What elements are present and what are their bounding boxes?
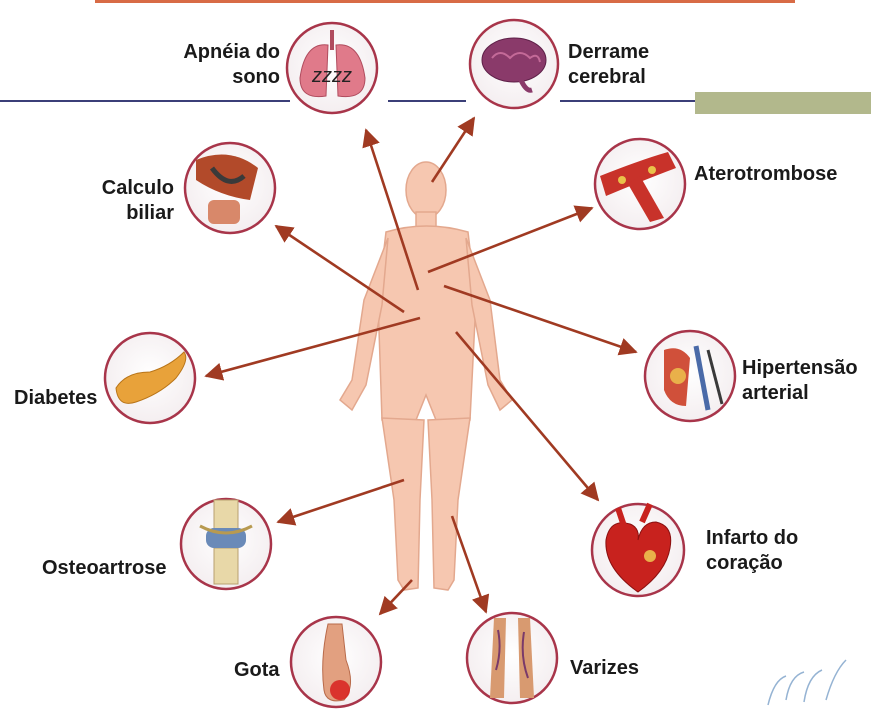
label-calculo-line2: biliar <box>60 201 174 226</box>
label-derrame: Derrame cerebral <box>568 40 708 90</box>
label-osteoartrose-line1: Osteoartrose <box>42 556 182 581</box>
label-hipertensao-line2: arterial <box>742 381 870 406</box>
svg-text:zzzz: zzzz <box>311 65 352 87</box>
gallbladder-icon <box>185 143 275 233</box>
label-infarto-line1: Infarto do <box>706 526 846 551</box>
artery-icon <box>595 139 685 229</box>
label-derrame-line1: Derrame <box>568 40 708 65</box>
label-apneia: Apnéia do sono <box>150 40 280 90</box>
brain-icon <box>470 20 558 108</box>
label-varizes: Varizes <box>570 656 670 681</box>
arrow-derrame <box>432 118 474 182</box>
label-gota: Gota <box>234 658 294 683</box>
legs-icon <box>467 613 557 703</box>
label-hipertensao-line1: Hipertensão <box>742 356 870 381</box>
label-gota-line1: Gota <box>234 658 294 683</box>
label-apneia-line1: Apnéia do <box>150 40 280 65</box>
arrow-gota <box>380 580 412 614</box>
label-hipertensao: Hipertensão arterial <box>742 356 870 406</box>
arrow-infarto <box>456 332 598 500</box>
corner-sketch <box>768 660 846 705</box>
label-calculo: Calculo biliar <box>60 176 174 226</box>
label-diabetes-line1: Diabetes <box>14 386 114 411</box>
label-osteoartrose: Osteoartrose <box>42 556 182 581</box>
label-varizes-line1: Varizes <box>570 656 670 681</box>
pancreas-icon <box>105 333 195 423</box>
label-apneia-line2: sono <box>150 65 280 90</box>
heart-vessels-icon <box>645 331 735 421</box>
human-body-figure <box>340 162 512 590</box>
label-aterotrombose: Aterotrombose <box>694 162 864 187</box>
knee-joint-icon <box>181 499 271 589</box>
label-calculo-line1: Calculo <box>60 176 174 201</box>
lungs-icon: zzzz <box>287 23 377 113</box>
label-derrame-line2: cerebral <box>568 65 708 90</box>
foot-icon <box>291 617 381 707</box>
label-infarto-line2: coração <box>706 551 846 576</box>
label-diabetes: Diabetes <box>14 386 114 411</box>
arrow-osteoartrose <box>278 480 404 522</box>
heart-icon <box>592 504 684 596</box>
label-aterotrombose-line1: Aterotrombose <box>694 162 864 187</box>
label-infarto: Infarto do coração <box>706 526 846 576</box>
arrow-varizes <box>452 516 486 612</box>
